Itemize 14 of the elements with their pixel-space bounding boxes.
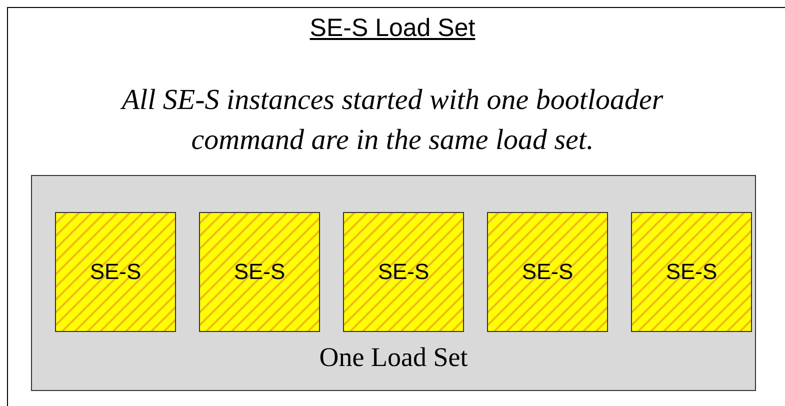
instance-box xyxy=(487,212,608,332)
instance-box xyxy=(55,212,176,332)
title: SE-S Load Set xyxy=(308,14,476,43)
instance-label: SE-S xyxy=(90,259,142,285)
load-set-panel xyxy=(31,175,756,391)
instance-label: SE-S xyxy=(522,259,574,285)
instance-label: SE-S xyxy=(666,259,718,285)
panel-label: One Load Set xyxy=(318,342,469,373)
instance-box xyxy=(631,212,752,332)
instance-label: SE-S xyxy=(234,259,286,285)
note-text: All SE-S instances started with one bootloader command are in the same load set. xyxy=(120,83,664,158)
instance-label: SE-S xyxy=(378,259,430,285)
instance-box xyxy=(199,212,320,332)
instance-box xyxy=(343,212,464,332)
